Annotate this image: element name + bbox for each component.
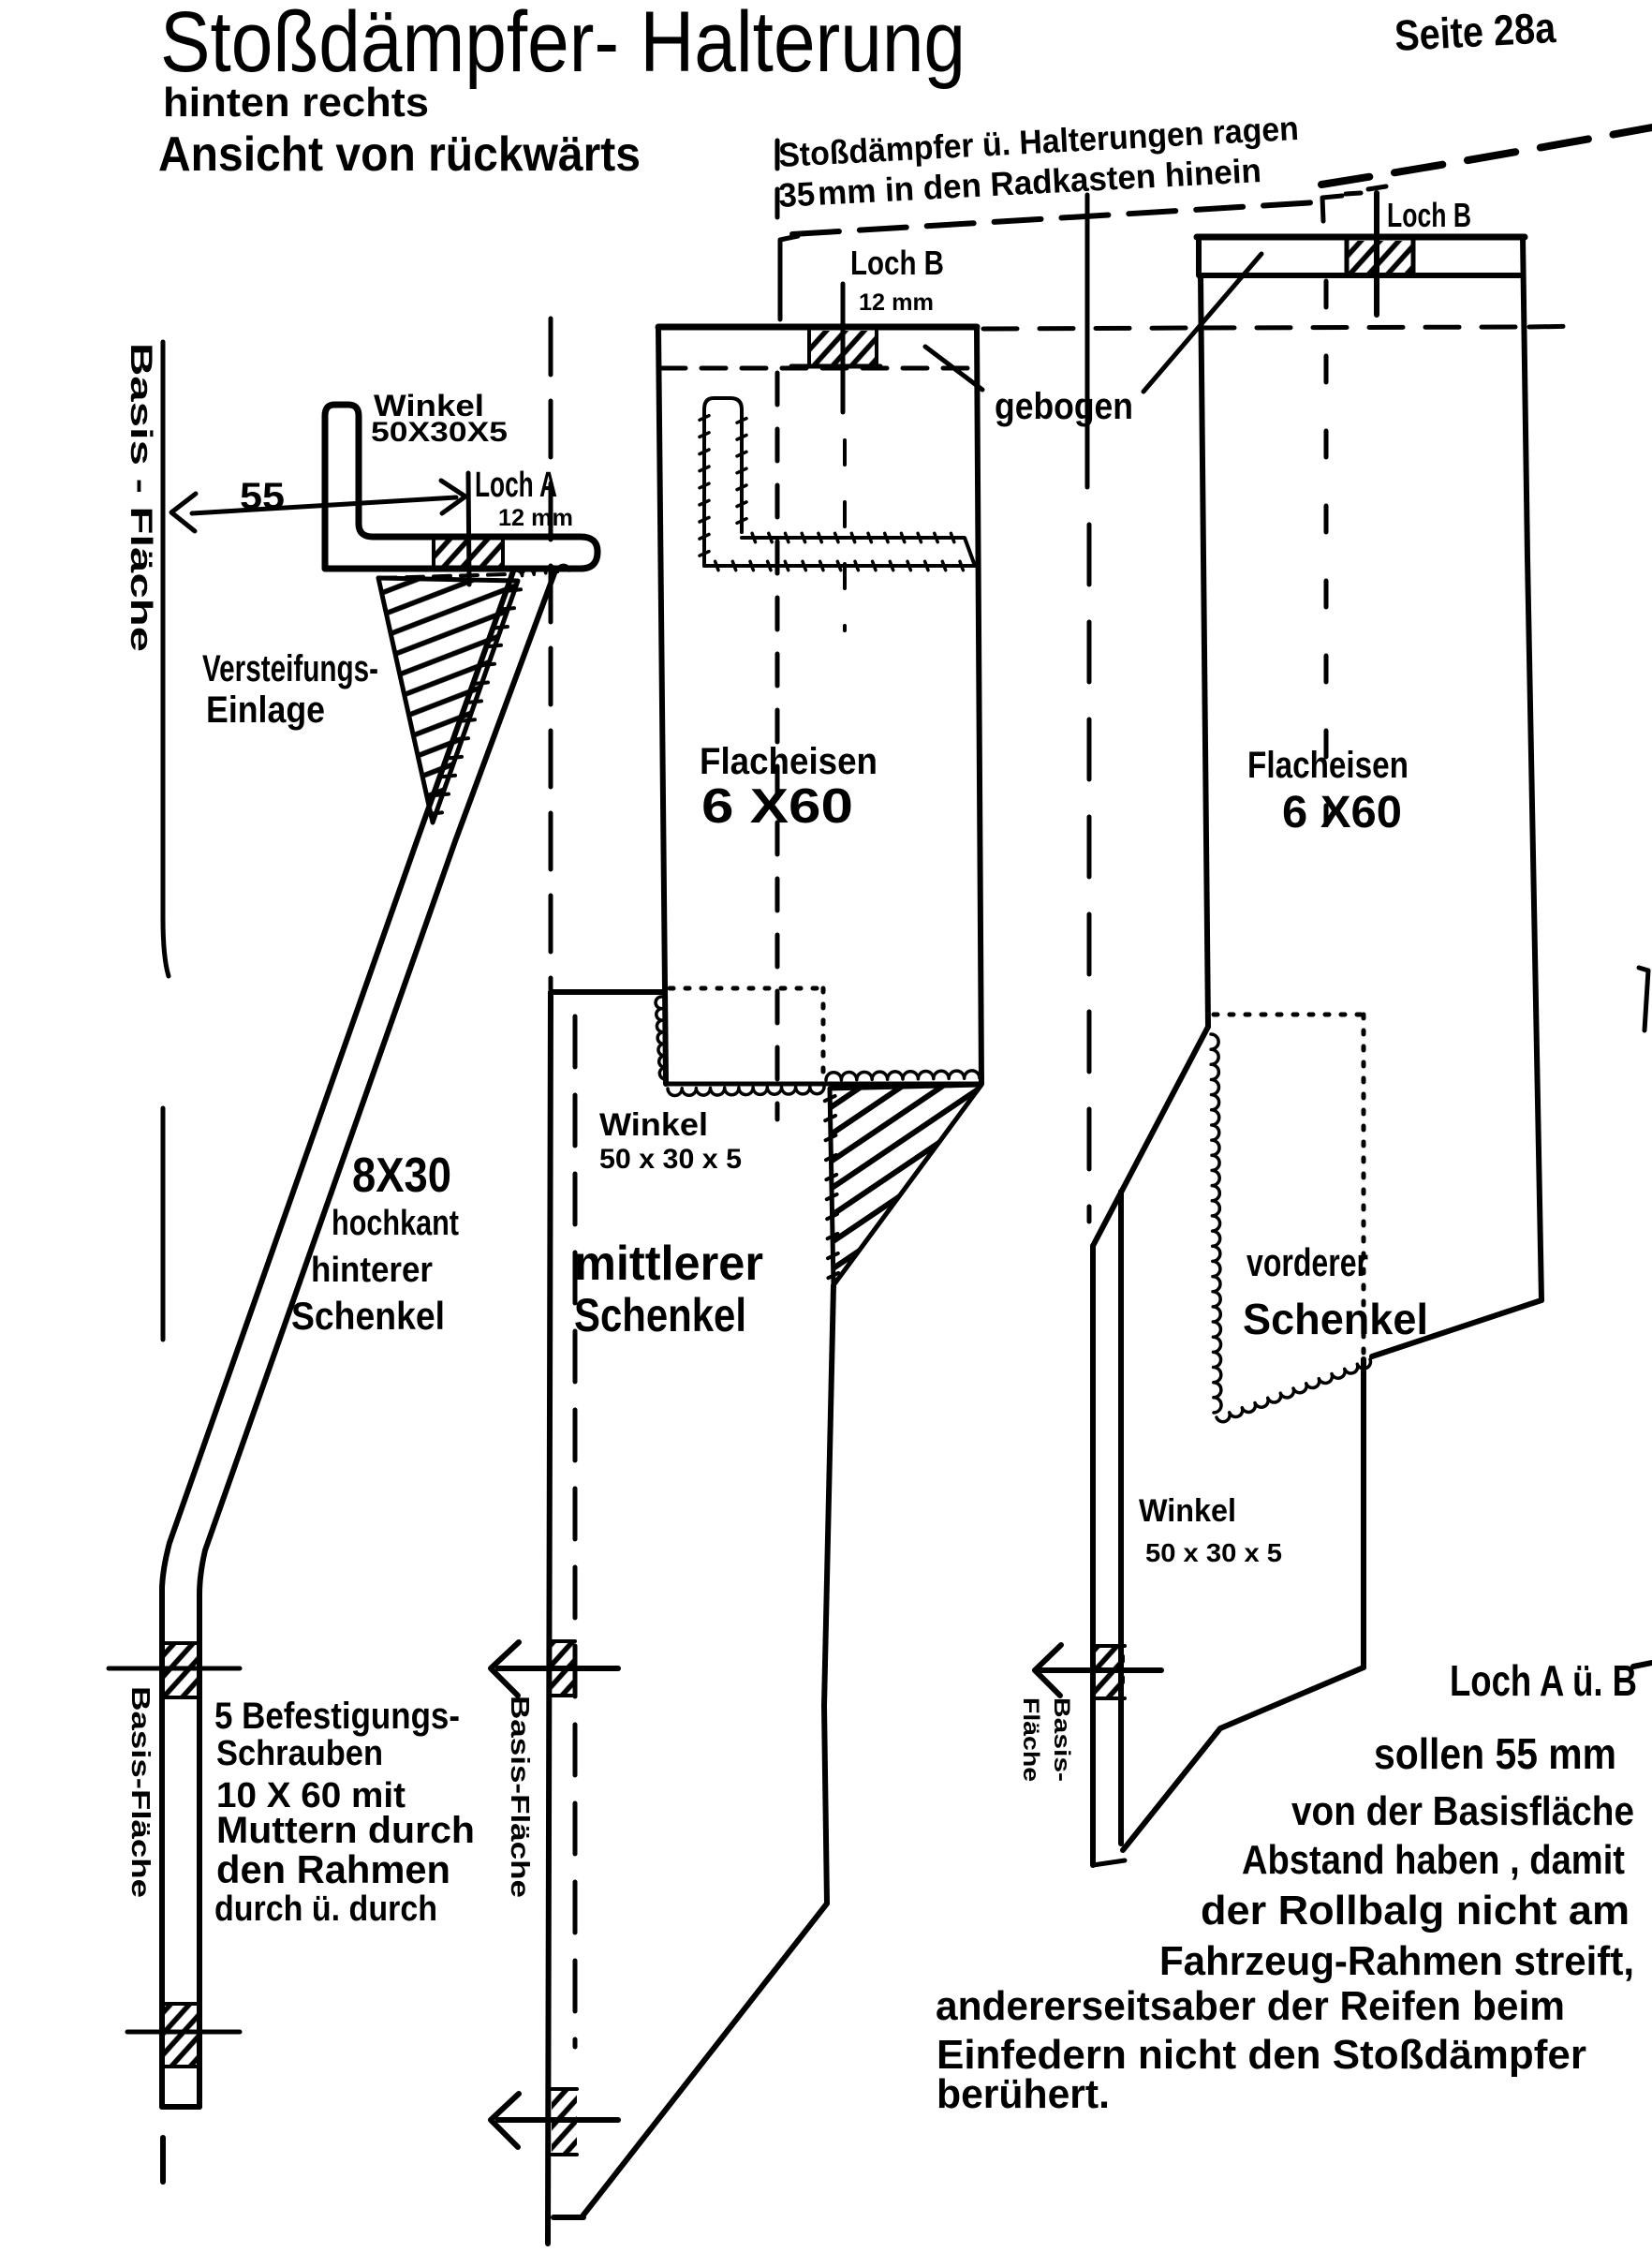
svg-text:Basis - Fläche: Basis - Fläche: [125, 343, 158, 652]
svg-text:Loch B: Loch B: [1387, 196, 1471, 234]
svg-text:berühert.: berühert.: [937, 2071, 1110, 2117]
svg-text:Loch A: Loch A: [475, 466, 557, 505]
svg-text:Schrauben: Schrauben: [216, 1734, 383, 1773]
svg-text:50 x 30 x 5: 50 x 30 x 5: [599, 1144, 742, 1175]
svg-text:Schenkel: Schenkel: [574, 1289, 746, 1341]
svg-text:Muttern durch: Muttern durch: [216, 1810, 475, 1851]
svg-text:Flacheisen: Flacheisen: [700, 741, 878, 782]
svg-text:andererseitsaber der Reifen be: andererseitsaber der Reifen beim: [936, 1983, 1565, 2029]
svg-text:12 mm: 12 mm: [859, 289, 934, 316]
svg-text:Basis-: Basis-: [1049, 1697, 1074, 1782]
svg-text:Abstand haben , damit: Abstand haben , damit: [1242, 1837, 1625, 1883]
svg-text:der Rollbalg nicht am: der Rollbalg nicht am: [1201, 1888, 1630, 1934]
svg-text:Einfedern nicht den Stoßdämpfe: Einfedern nicht den Stoßdämpfer: [937, 2032, 1586, 2078]
svg-text:den Rahmen: den Rahmen: [216, 1847, 450, 1891]
svg-text:Loch A ü. B: Loch A ü. B: [1450, 1656, 1637, 1705]
svg-text:Winkel: Winkel: [599, 1107, 708, 1143]
svg-text:Fahrzeug-Rahmen streift,: Fahrzeug-Rahmen streift,: [1159, 1938, 1634, 1984]
svg-text:mittlerer: mittlerer: [574, 1237, 763, 1291]
svg-text:Ansicht von rückwärts: Ansicht von rückwärts: [158, 127, 641, 182]
svg-text:hinterer: hinterer: [311, 1251, 433, 1290]
svg-text:Basis-Fläche: Basis-Fläche: [506, 1696, 535, 1898]
svg-text:durch ü. durch: durch ü. durch: [214, 1889, 437, 1929]
svg-text:gebogen: gebogen: [995, 386, 1133, 427]
svg-text:von der Basisfläche: von der Basisfläche: [1291, 1788, 1634, 1834]
svg-text:8X30: 8X30: [352, 1148, 451, 1203]
svg-text:Loch B: Loch B: [850, 244, 944, 282]
svg-text:50 x 30 x 5: 50 x 30 x 5: [1145, 1538, 1282, 1567]
svg-text:Stoßdämpfer- Halterung: Stoßdämpfer- Halterung: [160, 0, 966, 90]
svg-text:Flacheisen: Flacheisen: [1247, 745, 1409, 786]
svg-text:6 X60: 6 X60: [1282, 788, 1402, 837]
svg-text:hochkant: hochkant: [332, 1204, 459, 1243]
svg-text:Winkel: Winkel: [374, 389, 484, 422]
svg-text:hinten rechts: hinten rechts: [163, 80, 429, 126]
svg-text:Schenkel: Schenkel: [1243, 1295, 1428, 1343]
svg-text:Seite 28a: Seite 28a: [1394, 3, 1557, 60]
svg-text:Winkel: Winkel: [1139, 1493, 1236, 1529]
svg-text:12 mm: 12 mm: [498, 505, 573, 531]
svg-text:6 X60: 6 X60: [701, 779, 853, 834]
svg-text:Schenkel: Schenkel: [291, 1294, 445, 1338]
svg-text:Fläche: Fläche: [1018, 1697, 1043, 1782]
svg-text:Einlage: Einlage: [206, 689, 325, 731]
svg-text:55: 55: [240, 476, 285, 517]
svg-text:sollen 55 mm: sollen 55 mm: [1374, 1729, 1616, 1778]
svg-text:Versteifungs-: Versteifungs-: [202, 648, 378, 689]
svg-text:5 Befestigungs-: 5 Befestigungs-: [214, 1696, 460, 1737]
svg-text:vorderer: vorderer: [1246, 1240, 1368, 1284]
svg-text:10 X 60 mit: 10 X 60 mit: [216, 1776, 406, 1815]
svg-text:Basis-Fläche: Basis-Fläche: [126, 1686, 155, 1898]
svg-text:50X30X5: 50X30X5: [371, 417, 508, 448]
